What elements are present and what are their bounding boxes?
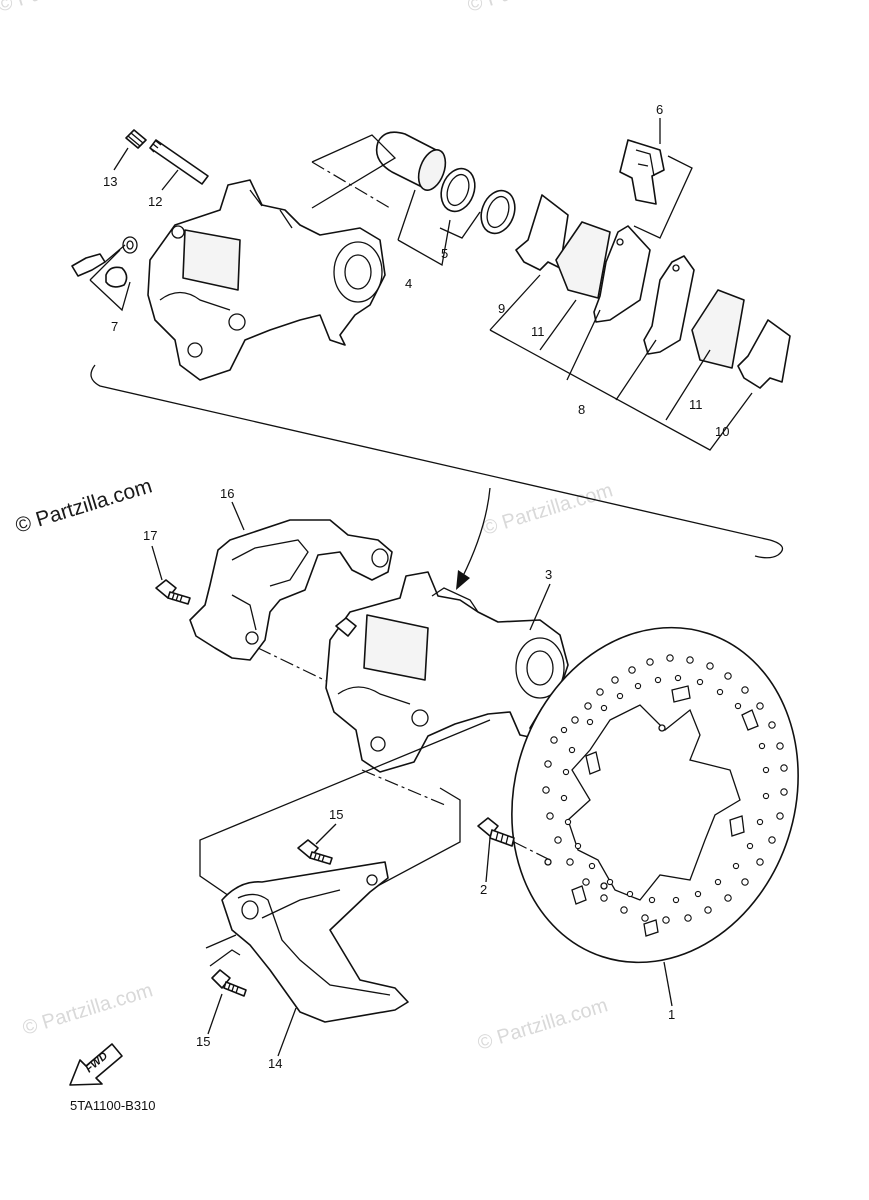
callout-17: 17 bbox=[143, 528, 157, 543]
leader-8 bbox=[566, 309, 657, 401]
bolt-17 bbox=[155, 579, 191, 605]
callout-13: 13 bbox=[103, 174, 117, 189]
centerline-disc-bolt bbox=[513, 841, 551, 861]
watermark-faint-3: © Partzilla.com bbox=[475, 994, 610, 1054]
group-arrow-head bbox=[456, 570, 470, 590]
plug-13 bbox=[125, 129, 147, 149]
callout-4: 4 bbox=[405, 276, 412, 291]
leader-7 bbox=[89, 249, 131, 312]
pin-12 bbox=[149, 139, 209, 185]
callout-15-upper: 15 bbox=[329, 807, 343, 822]
leader-13 bbox=[113, 147, 129, 171]
pad-shim-10 bbox=[737, 319, 791, 389]
callout-11-left: 11 bbox=[531, 324, 545, 339]
callout-2: 2 bbox=[480, 882, 487, 897]
leader-piston-top bbox=[311, 134, 397, 209]
leader-4 bbox=[397, 189, 451, 267]
callout-12: 12 bbox=[148, 194, 162, 209]
group-arrow bbox=[461, 487, 491, 579]
callout-3: 3 bbox=[545, 567, 552, 582]
pad-8 bbox=[593, 225, 651, 323]
group-bracket bbox=[90, 364, 784, 559]
centerline-piston bbox=[311, 161, 391, 209]
leader-guard-lower bbox=[205, 934, 237, 949]
callout-11-right: 11 bbox=[689, 397, 703, 412]
bleed-screw-7 bbox=[71, 236, 138, 288]
callout-7: 7 bbox=[111, 319, 118, 334]
partzilla-watermark: © Partzilla.com bbox=[13, 474, 155, 537]
guard-bolt-15-lower bbox=[211, 969, 247, 997]
callout-5: 5 bbox=[441, 246, 448, 261]
watermark-faint-2: © Partzilla.com bbox=[20, 979, 155, 1039]
caliper-assembly-3 bbox=[325, 571, 569, 773]
leader-5 bbox=[439, 211, 481, 239]
callouts: 6 13 12 5 4 9 7 11 8 11 10 16 17 3 15 2 … bbox=[103, 102, 729, 1071]
leader-guard-left bbox=[199, 719, 491, 899]
fwd-arrow-icon: FWD bbox=[69, 1043, 123, 1086]
watermark-faint-4: © Partzilla.com bbox=[465, 0, 600, 17]
pad-shim-9 bbox=[515, 194, 569, 271]
leader-pads bbox=[489, 274, 753, 451]
callout-16: 16 bbox=[220, 486, 234, 501]
callout-6: 6 bbox=[656, 102, 663, 117]
pad-11-left bbox=[555, 221, 611, 299]
brake-disc-1 bbox=[511, 626, 799, 964]
pad-11-right bbox=[691, 289, 745, 369]
leader-12 bbox=[161, 169, 179, 191]
leader-15-lower bbox=[209, 949, 241, 967]
pad-8-right bbox=[643, 255, 695, 355]
caliper-bracket-16 bbox=[189, 519, 393, 661]
diagram-code: 5TA1100-B310 bbox=[70, 1098, 156, 1113]
callout-1: 1 bbox=[668, 1007, 675, 1022]
disc-holes bbox=[542, 654, 788, 924]
leader-11 bbox=[539, 299, 711, 421]
leader-guard-right bbox=[369, 787, 461, 891]
caliper-guard-14 bbox=[221, 861, 409, 1023]
centerline-guard bbox=[361, 769, 446, 806]
seals-5 bbox=[440, 167, 516, 235]
piston-4 bbox=[375, 131, 447, 191]
callout-15-lower: 15 bbox=[196, 1034, 210, 1049]
watermark-faint-5: © Partzilla.com bbox=[0, 0, 130, 17]
callout-8: 8 bbox=[578, 402, 585, 417]
pad-spring-6 bbox=[619, 139, 665, 205]
caliper-body-top bbox=[147, 179, 386, 381]
guard-bolt-15-upper bbox=[297, 839, 333, 865]
callout-9: 9 bbox=[498, 301, 505, 316]
callout-14: 14 bbox=[268, 1056, 282, 1071]
leader-6 bbox=[633, 155, 693, 239]
callout-10: 10 bbox=[715, 424, 729, 439]
disc-bolt-2 bbox=[477, 817, 515, 847]
